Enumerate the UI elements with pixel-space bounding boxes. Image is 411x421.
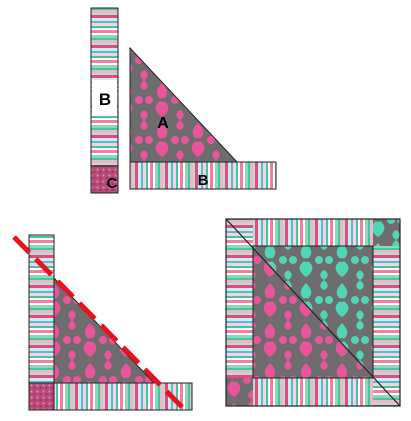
piece-a-triangle <box>130 48 237 162</box>
block-corner-top-right <box>373 219 400 246</box>
step-2-sewn-unit <box>14 235 192 410</box>
sewn-strip-vertical <box>29 235 54 383</box>
label-a: A <box>157 115 169 132</box>
label-c: C <box>107 175 118 192</box>
label-b-horizontal: B <box>198 172 209 189</box>
label-b-vertical: B <box>99 90 111 109</box>
sewn-corner-square <box>29 383 54 410</box>
step-1-pieces: B C A B <box>91 8 276 193</box>
step-3-finished-block <box>226 219 400 406</box>
block-border-right <box>373 219 400 406</box>
block-border-left <box>226 219 253 406</box>
block-corner-bottom-left <box>226 378 253 406</box>
